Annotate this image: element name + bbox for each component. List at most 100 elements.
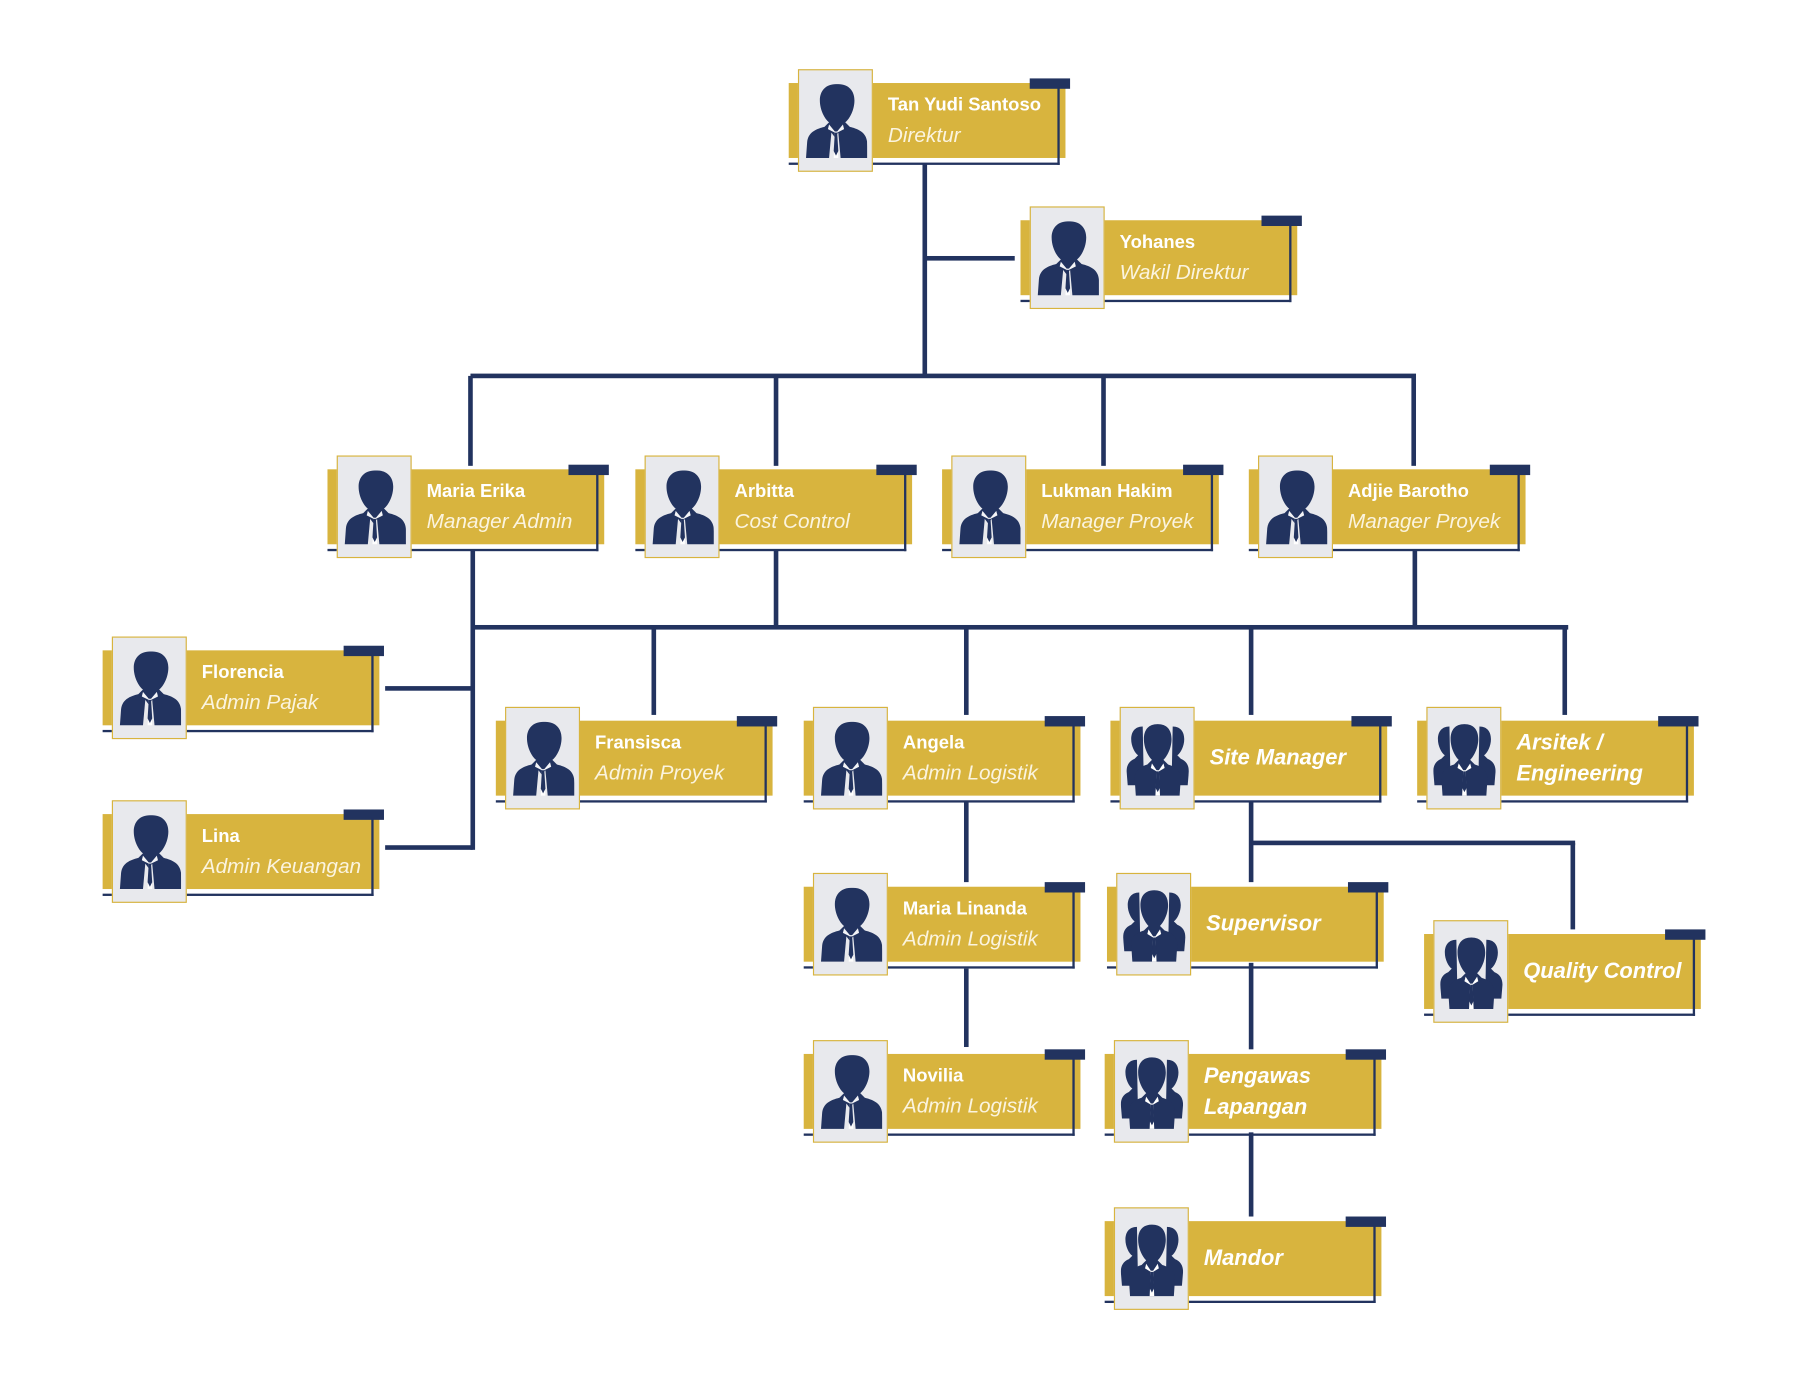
card-side-line	[1072, 725, 1075, 803]
person-icon	[644, 455, 720, 559]
connector-line	[1570, 842, 1576, 930]
connector-line	[1411, 375, 1417, 466]
card-underline	[803, 966, 1075, 969]
group-icon	[1116, 872, 1192, 976]
card-tab-accent	[1665, 929, 1706, 940]
card-underline	[803, 800, 1075, 803]
connector-line	[1412, 550, 1418, 628]
org-card-quality-control: Quality Control	[1424, 920, 1712, 1026]
card-role: Manager Proyek	[1347, 509, 1501, 533]
card-tab-accent	[876, 464, 917, 476]
card-tab-accent	[568, 464, 609, 476]
card-side-line	[1373, 1058, 1376, 1136]
card-text: Arsitek / Engineering	[1516, 721, 1689, 796]
card-text: Site Manager	[1210, 721, 1383, 796]
card-side-line	[1072, 1058, 1075, 1136]
connector-line	[1248, 627, 1254, 715]
connector-line	[1248, 962, 1254, 1050]
card-underline	[495, 800, 767, 803]
card-side-line	[1379, 725, 1382, 803]
card-side-line	[1685, 725, 1689, 803]
card-underline	[788, 162, 1060, 165]
person-icon	[797, 69, 873, 172]
card-tab-accent	[1044, 716, 1086, 727]
card-text: Mandor	[1204, 1221, 1377, 1296]
card-underline	[327, 548, 599, 552]
person-icon	[951, 455, 1027, 559]
card-role: Admin Proyek	[594, 760, 725, 784]
card-underline	[1417, 800, 1689, 803]
connector-line	[963, 627, 969, 715]
card-tab-accent	[343, 809, 384, 820]
connector-line	[922, 163, 928, 376]
person-icon	[111, 800, 187, 903]
card-underline	[1110, 800, 1382, 803]
card-name: Fransisca	[594, 732, 682, 753]
card-side-line	[1517, 473, 1520, 552]
connector-line	[924, 255, 1015, 261]
card-role: Admin Logistik	[902, 1093, 1038, 1117]
card-name: Tan Yudi Santoso	[887, 95, 1041, 115]
card-name: Angela	[902, 732, 965, 753]
card-tab-accent	[1489, 464, 1531, 476]
person-icon	[812, 1040, 888, 1143]
card-side-line	[1210, 473, 1214, 552]
card-name: Adjie Barotho	[1347, 481, 1469, 502]
card-underline	[1020, 299, 1292, 303]
connector-line	[1101, 375, 1106, 466]
card-tab-accent	[1044, 1049, 1086, 1060]
connector-line	[468, 375, 473, 466]
card-name: Yohanes	[1119, 232, 1196, 252]
card-side-line	[1289, 224, 1292, 303]
card-role: Wakil Direktur	[1119, 260, 1249, 284]
card-side-line	[1373, 1225, 1376, 1304]
card-name: Novilia	[902, 1066, 964, 1086]
card-title: Pengawas Lapangan	[1203, 1063, 1312, 1120]
card-role: Admin Logistik	[902, 760, 1038, 784]
person-icon	[1029, 206, 1105, 310]
person-icon	[1258, 455, 1333, 559]
card-role: Admin Logistik	[902, 926, 1038, 950]
card-title: Site Manager	[1209, 746, 1346, 771]
card-tab-accent	[1351, 716, 1392, 727]
person-icon	[336, 455, 412, 559]
card-underline	[1104, 1133, 1376, 1136]
card-side-line	[371, 654, 374, 733]
connector-line	[385, 686, 473, 691]
card-name: Arbitta	[734, 481, 794, 502]
person-icon	[111, 636, 187, 740]
group-icon	[1433, 920, 1509, 1023]
org-card-pengawas-lapangan: Pengawas Lapangan	[1104, 1040, 1393, 1146]
card-tab-accent	[1345, 1216, 1387, 1227]
card-title: Mandor	[1203, 1246, 1283, 1271]
card-side-line	[596, 473, 599, 552]
org-card-supervisor: Supervisor	[1106, 872, 1395, 979]
card-underline	[1248, 548, 1520, 552]
card-name: Lina	[201, 826, 240, 846]
card-role: Admin Keuangan	[201, 853, 362, 877]
card-tab-accent	[1029, 78, 1071, 89]
card-role: Cost Control	[734, 509, 850, 533]
card-text: Quality Control	[1523, 934, 1696, 1009]
